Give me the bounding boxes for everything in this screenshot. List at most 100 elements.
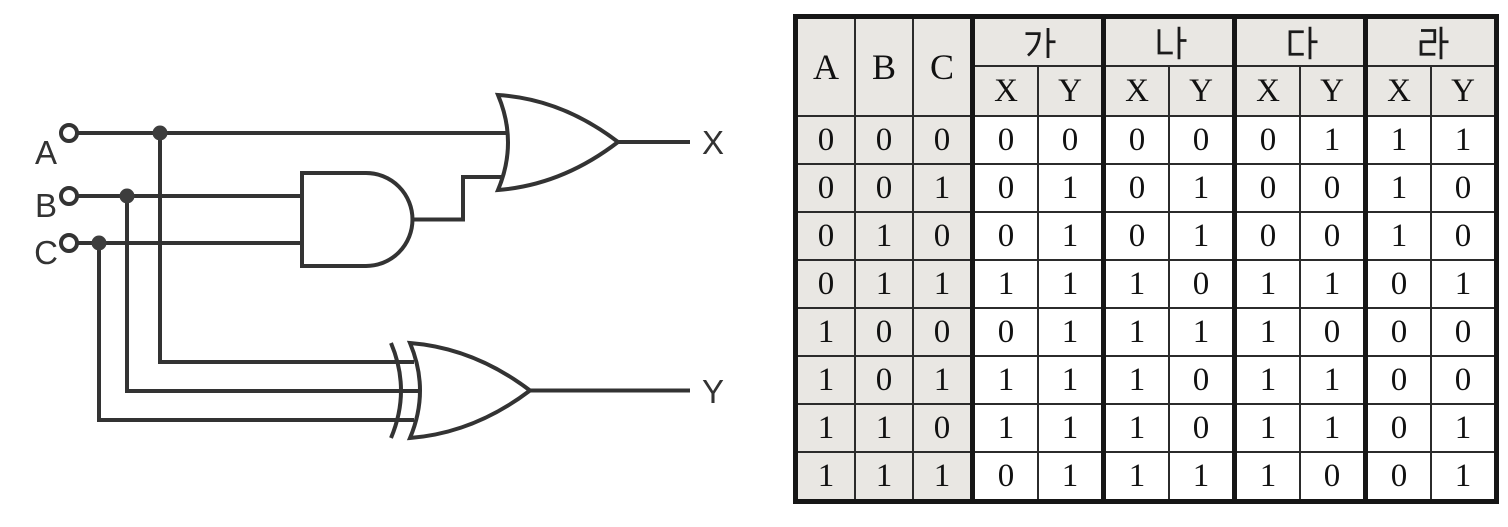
value-cell: 1 — [1037, 211, 1105, 261]
value-cell: 0 — [1430, 211, 1498, 261]
input-cell: 1 — [854, 403, 914, 453]
value-cell: 1 — [1232, 403, 1301, 453]
xor-gate — [406, 340, 534, 441]
value-cell: 0 — [1232, 115, 1301, 165]
wire-b-branch-to-xor — [125, 196, 418, 393]
value-cell: 1 — [970, 259, 1039, 309]
value-cell: 1 — [1168, 451, 1236, 503]
wire-and-output-to-or — [411, 175, 505, 222]
subheader-ga-x: X — [970, 65, 1039, 117]
output-label-x: X — [702, 124, 724, 161]
value-cell: 1 — [1037, 307, 1105, 357]
value-cell: 0 — [1232, 163, 1301, 213]
subheader-da-y: Y — [1299, 65, 1367, 117]
value-cell: 0 — [1363, 355, 1432, 405]
value-cell: 0 — [1363, 307, 1432, 357]
hangul-da-glyph — [1288, 26, 1318, 60]
value-cell: 0 — [1430, 307, 1498, 357]
terminal-a — [59, 123, 79, 143]
value-cell: 1 — [1037, 451, 1105, 503]
value-cell: 1 — [1299, 403, 1367, 453]
value-cell: 1 — [1101, 451, 1170, 503]
value-cell: 0 — [970, 451, 1039, 503]
input-cell: 1 — [794, 355, 856, 405]
value-cell: 1 — [1430, 403, 1498, 453]
wire-a-branch-to-xor — [158, 133, 414, 364]
value-cell: 1 — [1037, 403, 1105, 453]
value-cell: 0 — [1430, 355, 1498, 405]
value-cell: 0 — [1101, 115, 1170, 165]
value-cell: 0 — [970, 211, 1039, 261]
input-cell: 1 — [854, 259, 914, 309]
value-cell: 1 — [1037, 355, 1105, 405]
value-cell: 0 — [1430, 163, 1498, 213]
value-cell: 1 — [1363, 211, 1432, 261]
group-header-na — [1101, 15, 1236, 67]
xor-gate-input-arc — [389, 342, 403, 439]
input-cell: 0 — [912, 403, 974, 453]
terminal-c — [59, 233, 79, 253]
value-cell: 0 — [1363, 403, 1432, 453]
subheader-da-x: X — [1232, 65, 1301, 117]
or-gate — [494, 92, 622, 193]
value-cell: 0 — [1037, 115, 1105, 165]
value-cell: 1 — [1363, 163, 1432, 213]
group-header-da — [1232, 15, 1367, 67]
wire-c-branch-to-xor — [97, 243, 414, 422]
value-cell: 0 — [1299, 211, 1367, 261]
value-cell: 0 — [1168, 403, 1236, 453]
value-cell: 1 — [1037, 259, 1105, 309]
value-cell: 0 — [1299, 307, 1367, 357]
value-cell: 1 — [1430, 451, 1498, 503]
junction-dot-c — [91, 235, 107, 251]
value-cell: 0 — [1168, 115, 1236, 165]
value-cell: 1 — [1299, 115, 1367, 165]
value-cell: 1 — [1037, 163, 1105, 213]
input-cell: 1 — [912, 259, 974, 309]
subheader-na-y: Y — [1168, 65, 1236, 117]
value-cell: 1 — [1168, 307, 1236, 357]
value-cell: 0 — [970, 163, 1039, 213]
col-header-b: B — [854, 15, 914, 117]
truth-table: A B C — [793, 14, 1499, 504]
value-cell: 0 — [1101, 163, 1170, 213]
subheader-ra-y: Y — [1430, 65, 1498, 117]
and-gate — [300, 171, 415, 268]
hangul-na-glyph — [1157, 26, 1187, 60]
input-cell: 1 — [912, 451, 974, 503]
junction-dot-a — [152, 125, 168, 141]
input-cell: 0 — [912, 307, 974, 357]
input-cell: 0 — [854, 115, 914, 165]
hangul-ra-glyph — [1419, 26, 1449, 60]
value-cell: 1 — [1299, 355, 1367, 405]
input-cell: 1 — [854, 211, 914, 261]
value-cell: 0 — [970, 115, 1039, 165]
subheader-ga-y: Y — [1037, 65, 1105, 117]
input-label-b: B — [35, 187, 57, 224]
input-cell: 0 — [912, 115, 974, 165]
input-cell: 0 — [794, 211, 856, 261]
value-cell: 1 — [1168, 163, 1236, 213]
col-header-c: C — [912, 15, 974, 117]
wires — [78, 131, 690, 422]
header-row-xy: X Y X Y X Y X Y — [796, 65, 1498, 117]
value-cell: 1 — [1168, 211, 1236, 261]
value-cell: 0 — [1363, 451, 1432, 503]
input-cell: 1 — [794, 403, 856, 453]
input-cell: 0 — [794, 259, 856, 309]
input-label-a: A — [35, 134, 57, 171]
input-label-c: C — [34, 234, 58, 271]
logic-circuit-diagram: A B C X Y — [34, 92, 724, 441]
input-cell: 1 — [912, 355, 974, 405]
header-row-groups: A B C — [794, 15, 1498, 117]
input-cell: 1 — [794, 307, 856, 357]
input-cell: 0 — [794, 115, 856, 165]
col-header-a: A — [794, 15, 856, 117]
